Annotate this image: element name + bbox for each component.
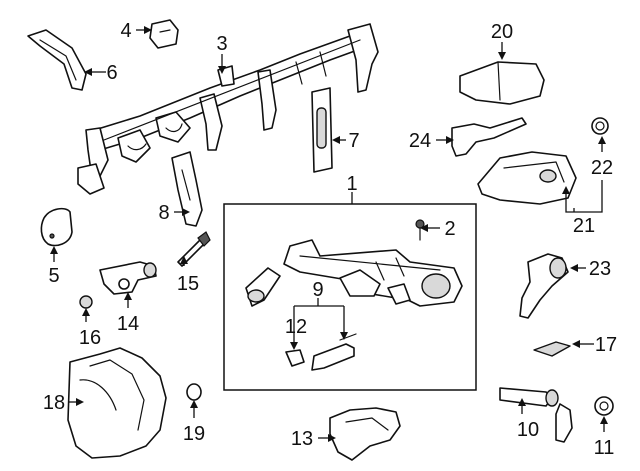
ring-part-11 bbox=[594, 396, 614, 416]
callout-5: 5 bbox=[48, 265, 59, 287]
grommet-part-19 bbox=[186, 383, 202, 401]
callout-2: 2 bbox=[444, 218, 455, 240]
bracket-part-8 bbox=[171, 151, 203, 227]
callout-16: 16 bbox=[79, 327, 101, 349]
screw-part-2 bbox=[415, 219, 425, 241]
nut-part-16 bbox=[79, 295, 93, 309]
cross-car-beam-part-3 bbox=[77, 23, 379, 195]
leader-lines bbox=[50, 26, 608, 442]
callout-17: 17 bbox=[595, 334, 617, 356]
callout-1: 1 bbox=[346, 173, 357, 195]
callout-18: 18 bbox=[43, 392, 65, 414]
ignition-cylinder-part-10 bbox=[499, 387, 573, 443]
side-brace-part-6 bbox=[27, 29, 87, 91]
callout-7: 7 bbox=[348, 130, 359, 152]
callout-9: 9 bbox=[312, 279, 323, 301]
bushing-part-12 bbox=[285, 349, 305, 367]
callout-14: 14 bbox=[117, 313, 139, 335]
steering-column-box bbox=[223, 203, 477, 391]
callout-23: 23 bbox=[589, 258, 611, 280]
plate-part-7 bbox=[311, 87, 333, 173]
callout-13: 13 bbox=[291, 428, 313, 450]
callout-22: 22 bbox=[591, 157, 613, 179]
callout-15: 15 bbox=[177, 273, 199, 295]
callout-3: 3 bbox=[216, 33, 227, 55]
callout-4: 4 bbox=[120, 20, 131, 42]
callout-19: 19 bbox=[183, 423, 205, 445]
ring-part-22 bbox=[591, 117, 609, 135]
callout-20: 20 bbox=[491, 21, 513, 43]
callout-11: 11 bbox=[594, 437, 615, 459]
callout-12: 12 bbox=[285, 316, 307, 338]
clamp-part-14 bbox=[99, 261, 157, 295]
callout-10: 10 bbox=[517, 419, 539, 441]
cover-part-5 bbox=[40, 207, 73, 247]
callout-6: 6 bbox=[106, 62, 117, 84]
switch-lever-part-24 bbox=[451, 117, 527, 157]
lower-bracket-part-13 bbox=[329, 407, 401, 461]
switch-part-23 bbox=[519, 253, 569, 319]
bracket-part-4 bbox=[149, 19, 179, 49]
plate-part-17 bbox=[533, 341, 571, 357]
shaft-part-9 bbox=[311, 333, 357, 371]
lower-shroud-part-21 bbox=[477, 151, 577, 205]
shroud-cover-part-20 bbox=[459, 61, 545, 105]
callout-labels: 1 2 3 4 5 6 7 8 9 10 11 12 13 14 15 16 1… bbox=[43, 20, 617, 459]
callout-21: 21 bbox=[573, 215, 595, 237]
steering-column-part-1 bbox=[245, 239, 463, 307]
callout-24: 24 bbox=[409, 130, 431, 152]
callout-8: 8 bbox=[158, 202, 169, 224]
knee-panel-part-18 bbox=[67, 347, 167, 459]
